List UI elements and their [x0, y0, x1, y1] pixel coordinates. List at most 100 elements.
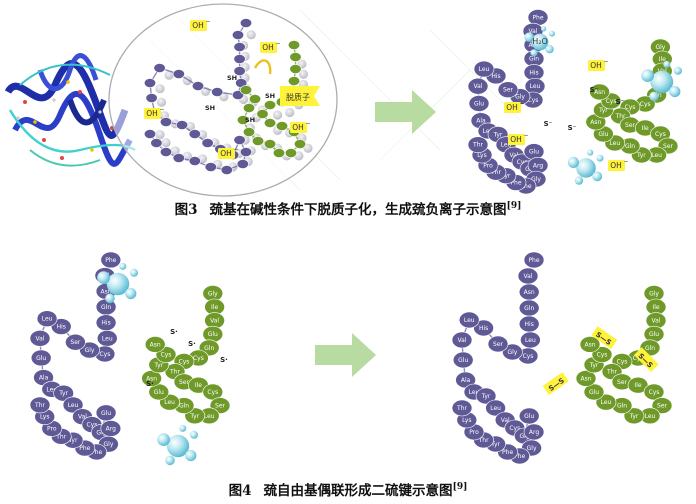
residue-label: Cys	[179, 358, 190, 365]
residue-shape	[201, 138, 214, 148]
residue-shape	[231, 90, 245, 100]
hydroxide-lens-5: OH−	[260, 40, 281, 53]
residue-bead: Tyr	[623, 407, 645, 425]
residue-label: Lys	[462, 417, 471, 424]
residue-label: Leu	[490, 405, 501, 412]
residue-shape	[591, 346, 613, 363]
residue-bead: His	[518, 315, 540, 333]
residue-shape	[589, 83, 610, 101]
residue-label: Glu	[598, 131, 608, 138]
residue-bead: Thr	[467, 136, 489, 154]
residue-label: Cys	[161, 352, 172, 359]
residue-label: Leu	[164, 399, 175, 406]
residue-label: Glu	[101, 410, 111, 417]
residue-label: Ser	[70, 339, 81, 346]
residue-shape	[239, 85, 253, 95]
residue-label: Tyr	[501, 173, 511, 180]
residue-label: Leu	[479, 66, 490, 73]
residue-bead: Glu	[202, 325, 224, 343]
residue-label: Ser	[503, 87, 514, 94]
residue-label: Ile	[642, 125, 649, 132]
hydroxide-label: OH	[292, 123, 304, 132]
residue-shape	[575, 370, 597, 387]
residue-label: Phe	[79, 445, 90, 452]
residue-label: Thr	[456, 405, 467, 412]
hydroxide-fig3-2: OH−	[504, 100, 525, 113]
residue-label: Tyr	[68, 437, 78, 444]
residue-bead	[287, 40, 301, 50]
residue-bead: Glu	[95, 404, 117, 422]
water-bubble	[190, 430, 198, 439]
water-bubbles-bottom	[567, 149, 604, 185]
residue-label: Leu	[469, 389, 480, 396]
residue-bead	[239, 85, 253, 95]
fig3-chain-a: PheValAsnGlnHisLeuCysGlySerHisLeuValGluA…	[467, 9, 549, 195]
figure-3-number: 图3	[174, 202, 198, 218]
residue-label: Leu	[464, 317, 475, 324]
residue-label: Val	[501, 417, 510, 424]
residue-shape	[53, 384, 74, 402]
residue-bead: Cys	[591, 346, 613, 363]
residue-bead: Ile	[627, 376, 649, 394]
residue-bead: Val	[467, 77, 489, 95]
residue-bead	[233, 42, 246, 52]
residue-label: Asn	[101, 288, 112, 295]
residue-label: Leu	[645, 413, 656, 420]
water-bubble	[531, 33, 549, 51]
hydroxide-label: OH	[262, 43, 274, 52]
residue-label: Leu	[651, 152, 662, 159]
residue-label: Leu	[609, 140, 620, 147]
water-bubble	[540, 26, 547, 32]
residue-shape	[188, 156, 201, 166]
residue-label: Tyr	[481, 393, 491, 400]
residue-label: Asn	[590, 119, 601, 126]
residue-label: Asn	[580, 375, 591, 382]
thiol-label-1: SH	[227, 74, 237, 82]
residue-label: Arg	[529, 429, 539, 436]
residue-bead: Leu	[62, 396, 84, 414]
residue-label: Asn	[150, 341, 161, 348]
residue-label: Cys	[86, 422, 97, 429]
residue-shape	[211, 87, 224, 97]
water-bubble	[119, 262, 127, 270]
water-bubble	[105, 293, 115, 304]
residue-bead: Phe	[100, 251, 122, 269]
residue-label: Cys	[99, 351, 110, 358]
hydroxide-label: OH	[192, 21, 204, 30]
residue-bead: Ser	[65, 333, 86, 351]
residue-bead: Asn	[589, 83, 610, 101]
oh-highlight	[508, 134, 525, 145]
residue-label: Cys	[517, 159, 528, 166]
residue-bead	[188, 129, 201, 139]
residue-shape	[272, 148, 286, 158]
water-bubble	[674, 66, 682, 75]
residue-label: Ile	[195, 382, 202, 389]
hydroxide-fig3-4: OH−	[608, 158, 629, 171]
water-bubble	[130, 268, 138, 277]
minus-sign: −	[205, 18, 210, 25]
residue-label: Cys	[649, 389, 660, 396]
residue-bead: His	[95, 314, 117, 331]
residue-shape	[256, 109, 269, 119]
residue-bead	[284, 148, 298, 158]
residue-label: Ile	[659, 56, 666, 63]
deprotonation-arrow	[253, 59, 272, 75]
residue-label: Thr	[615, 113, 626, 120]
residue-shape	[65, 333, 86, 351]
residue-label: Leu	[525, 337, 536, 344]
water-bubble	[125, 288, 137, 300]
residue-shape	[159, 147, 173, 157]
residue-bead	[233, 66, 246, 76]
shadow-bead	[285, 107, 295, 118]
residue-label: Val	[510, 152, 519, 159]
residue-label: Thr	[169, 369, 180, 376]
residue-label: Asn	[594, 89, 605, 96]
figure-3-caption-text: 巯基在碱性条件下脱质子化，生成巯负离子示意图	[209, 202, 507, 218]
water-bubbles-fig4-bottom	[157, 424, 198, 466]
residue-bead: Val	[451, 331, 473, 349]
residue-label: Tyr	[493, 131, 503, 138]
residue-shape	[497, 81, 519, 98]
